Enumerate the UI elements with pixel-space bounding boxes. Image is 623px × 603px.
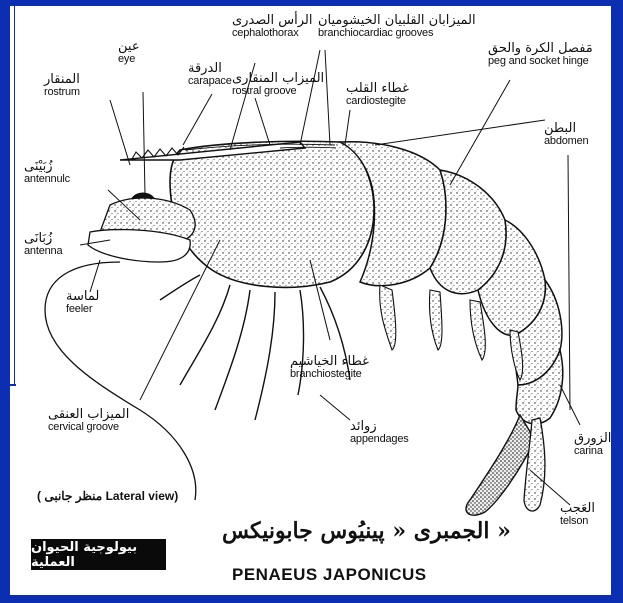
book-badge: بيولوجية الحيوان العملية — [31, 539, 166, 570]
label-carapace: الدرقة carapace — [188, 62, 232, 87]
carapace-shape — [170, 141, 374, 287]
label-cardiostegite: غطاء القلب cardiostegite — [346, 82, 409, 107]
label-branchiostegite: غطاء الخياشيم branchiostegite — [290, 355, 369, 380]
label-antennule: زُبَيْنَى antennulc — [24, 160, 70, 185]
label-appendages: زوائد appendages — [350, 420, 409, 445]
label-rostral-groove: الميزاب المنقارى rostral groove — [232, 72, 324, 97]
label-abdomen: البطن abdomen — [544, 122, 588, 147]
legs — [160, 275, 350, 420]
label-antenna: زُبَانَى antenna — [24, 232, 62, 257]
title-arabic: الجمبرى « پينيُوس جابونيكس » — [222, 520, 511, 543]
label-carina: الزورق carina — [574, 432, 611, 457]
label-telson: العَجب telson — [560, 502, 595, 527]
label-eye: عين eye — [118, 40, 140, 65]
label-branchiocardiac-grooves: الميزابان القلبيان الخيشوميان branchioca… — [318, 14, 476, 39]
lateral-view-caption: ( منظر جانبى Lateral view) — [37, 490, 178, 503]
label-cervical-groove: الميزاب العنقى cervical groove — [48, 408, 129, 433]
label-peg-socket-hinge: مَفصل الكرة والحق peg and socket hinge — [488, 42, 593, 67]
label-cephalothorax: الرأس الصدرى cephalothorax — [232, 14, 312, 39]
label-rostrum: المنقار rostrum — [44, 73, 80, 98]
label-feeler: لماسة feeler — [66, 290, 99, 315]
title-english: PENAEUS JAPONICUS — [232, 566, 427, 584]
